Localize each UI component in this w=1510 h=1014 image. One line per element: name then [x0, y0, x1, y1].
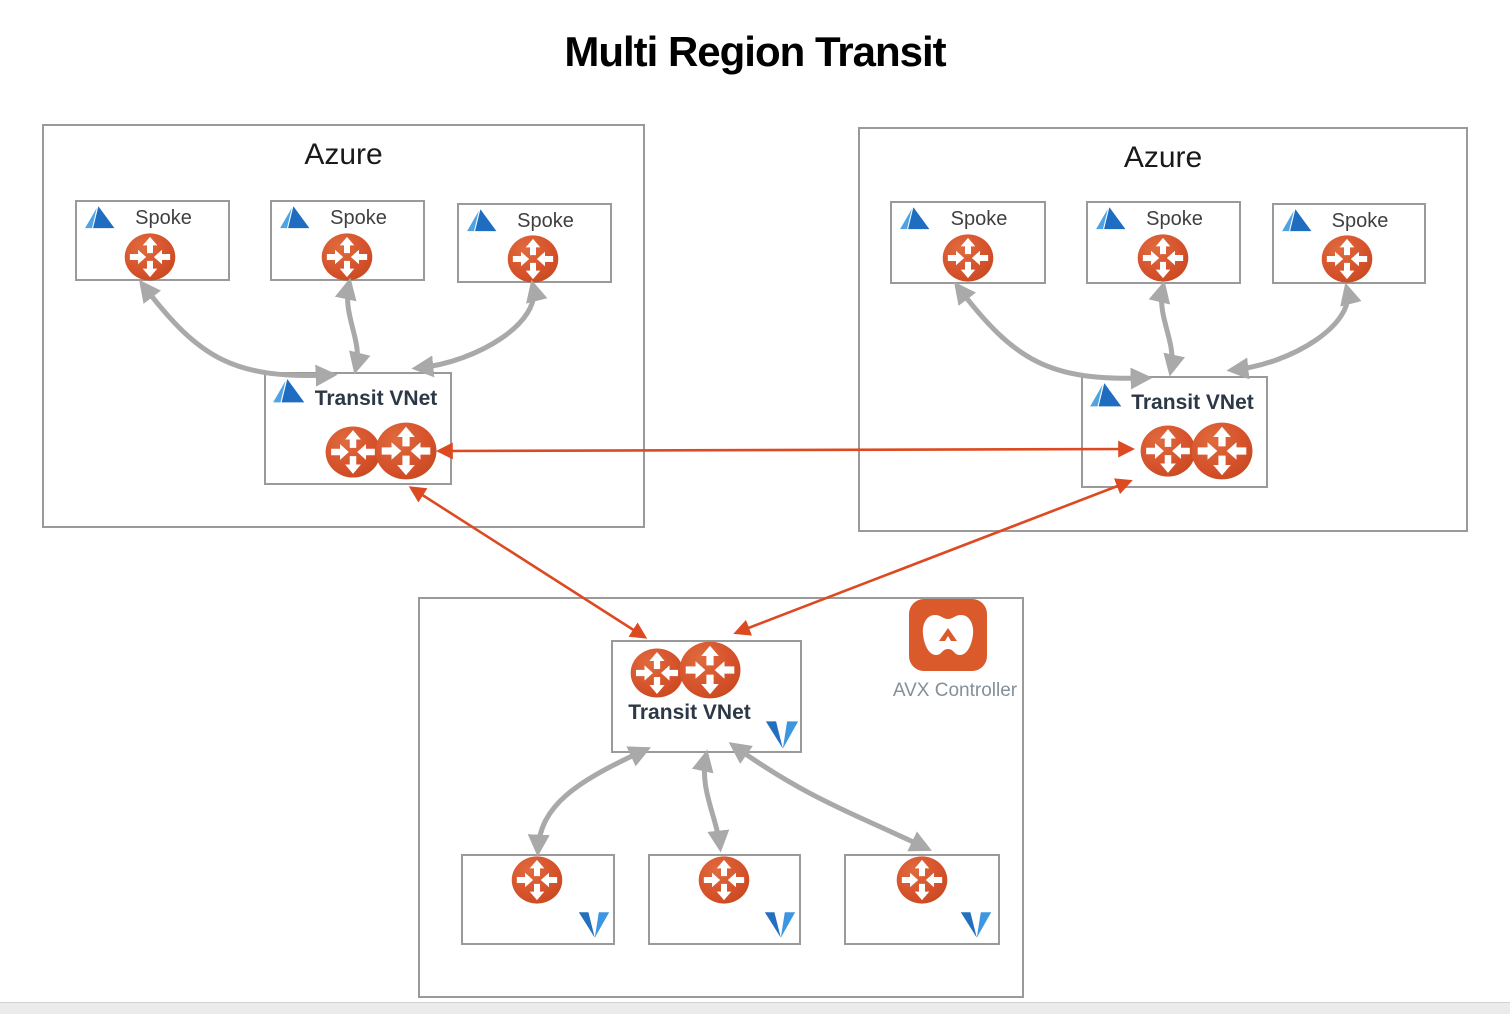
aviatrix-icon [764, 911, 796, 939]
aviatrix-icon [765, 720, 799, 750]
azure-region-label-left: Azure [304, 138, 383, 171]
router-icon [375, 422, 437, 480]
spoke-label: Spoke [330, 207, 387, 229]
azure-region-label-right: Azure [1123, 141, 1203, 174]
router-icon [942, 234, 994, 282]
router-icon [1191, 422, 1253, 480]
spoke-label: Spoke [1331, 210, 1389, 232]
avx-controller-icon [909, 599, 987, 671]
page-title: Multi Region Transit [564, 28, 946, 75]
router-icon [679, 641, 741, 699]
transit-vnet-label-left: Transit VNet [314, 387, 438, 410]
router-icon [1137, 234, 1189, 282]
transit-vnet-label-bottom: Transit VNet [628, 701, 751, 724]
router-icon [630, 648, 684, 698]
router-icon [325, 426, 381, 478]
transit-vnet-label-right: Transit VNet [1131, 391, 1254, 414]
router-icon [698, 856, 750, 904]
window-bottom-edge [0, 1002, 1510, 1014]
aviatrix-icon [578, 911, 610, 939]
avx-controller-label: AVX Controller [892, 680, 1018, 701]
router-icon [507, 235, 559, 283]
router-icon [896, 856, 948, 904]
router-icon [1321, 235, 1373, 283]
spoke-label: Spoke [950, 208, 1008, 230]
router-icon [321, 233, 373, 281]
spoke-label: Spoke [517, 210, 574, 232]
router-icon [1140, 425, 1196, 477]
router-icon [124, 233, 176, 281]
spoke-label: Spoke [135, 207, 192, 229]
router-icon [511, 856, 563, 904]
aviatrix-icon [960, 911, 992, 939]
spoke-label: Spoke [1146, 208, 1203, 230]
